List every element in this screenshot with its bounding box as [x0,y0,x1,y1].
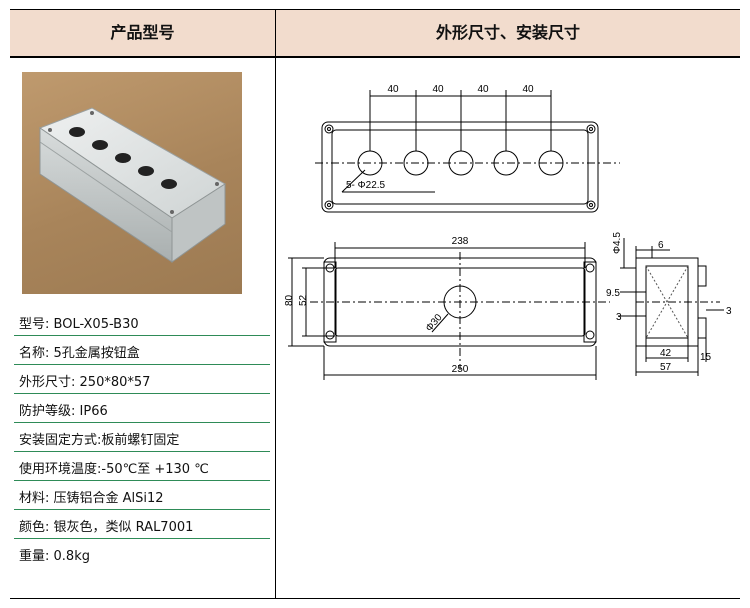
spec-row-size: 外形尺寸: 250*80*57 [14,365,270,394]
row-divider [14,480,270,481]
dimension-drawing: 40 40 40 40 5- Φ22.5 [284,84,732,380]
dimensions-heading: 外形尺寸、安装尺寸 [435,23,580,42]
spec-label: 重量: [19,549,50,564]
side-view [618,238,724,376]
spec-row-name: 名称: 5孔金属按钮盒 [14,336,270,365]
product-photo [22,72,242,294]
spec-row-model: 型号: BOL-X05-B30 [14,307,270,336]
inner-height-label: 52 [298,294,309,306]
column-divider [275,9,276,599]
spec-value: IP66 [79,404,108,419]
front-view [288,242,610,380]
row-divider [14,509,270,510]
dim-15-label: 15 [700,352,712,363]
hole-count-diameter-label: 5- Φ22.5 [346,180,386,191]
spec-row-material: 材料: 压铸铝合金 AlSi12 [14,481,270,510]
spec-value: 板前螺钉固定 [101,433,180,448]
spec-row-mounting: 安装固定方式:板前螺钉固定 [14,423,270,452]
spec-value: 250*80*57 [79,375,151,390]
spec-row-color: 颜色: 银灰色，类似 RAL7001 [14,510,270,539]
spec-value: 0.8kg [53,549,90,564]
spec-label: 使用环境温度: [19,462,102,477]
table-bottom-border [10,598,740,599]
spec-label: 型号: [19,317,50,332]
spacing-label: 40 [522,84,534,95]
spec-label: 安装固定方式: [19,433,102,448]
table-top-border [10,9,740,10]
spacing-label: 40 [432,84,444,95]
spec-label: 颜色: [19,520,50,535]
spacing-label: 40 [477,84,489,95]
spec-label: 名称: [19,346,50,361]
row-divider [14,451,270,452]
spec-row-weight: 重量: 0.8kg [14,539,270,568]
spec-value: BOL-X05-B30 [53,317,139,332]
spec-value: 5孔金属按钮盒 [53,346,140,361]
dim-57-label: 57 [660,362,672,373]
row-divider [14,364,270,365]
spacing-label: 40 [387,84,399,95]
outer-height-label: 80 [284,294,295,306]
enclosure-photo-image [38,107,226,263]
spec-value: 压铸铝合金 AlSi12 [53,491,164,506]
dim-6-label: 6 [658,240,664,251]
spec-label: 材料: [19,491,50,506]
mount-hole-label: Φ4.5 [612,232,623,254]
outer-width-label: 250 [452,364,469,375]
row-divider [14,393,270,394]
inner-width-label: 238 [452,236,469,247]
header-right-cell [276,9,740,56]
product-model-heading: 产品型号 [110,23,175,42]
row-divider [14,538,270,539]
spec-row-protection: 防护等级: IP66 [14,394,270,423]
spec-label: 防护等级: [19,404,76,419]
top-view [315,90,620,213]
dim-9-5-label: 9.5 [606,288,620,299]
dim-3-left-label: 3 [616,312,622,323]
center-hole-label: Φ30 [424,312,445,334]
spec-row-temperature: 使用环境温度:-50℃至 +130 ℃ [14,452,270,481]
row-divider [14,422,270,423]
dim-42-label: 42 [660,348,672,359]
dim-3-right-label: 3 [726,306,732,317]
row-divider [14,335,270,336]
spec-label: 外形尺寸: [19,375,76,390]
header-left-cell [10,9,275,56]
spec-value: 银灰色，类似 RAL7001 [53,520,194,535]
header-bottom-border [10,56,740,58]
spec-value: -50℃至 +130 ℃ [101,462,209,477]
